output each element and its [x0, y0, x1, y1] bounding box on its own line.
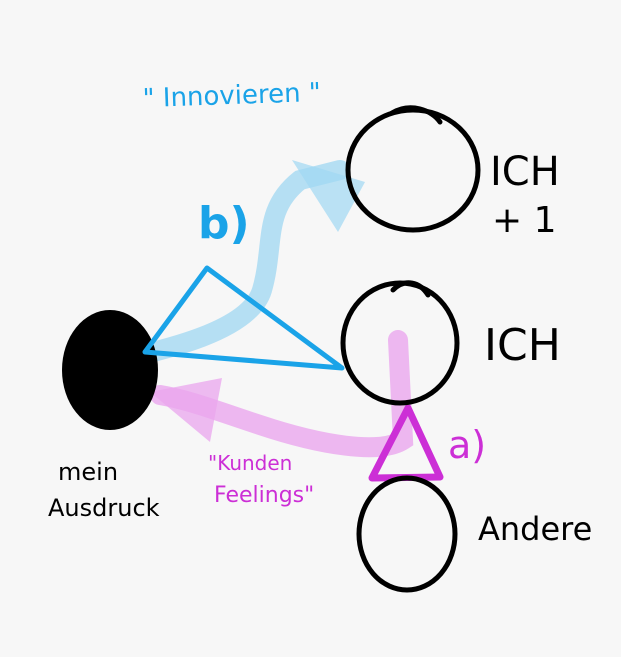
label-mein: mein — [58, 458, 118, 486]
label-kunden: "Kunden — [208, 451, 292, 475]
cyan-triangle — [142, 265, 345, 371]
ich-plus-1-circle-overlap — [389, 105, 443, 125]
label-ich: ICH — [484, 320, 561, 371]
ich-plus-1-circle — [345, 107, 481, 233]
label-feelings: Feelings" — [214, 483, 314, 508]
label-b: b) — [198, 198, 250, 249]
label-innovieren: " Innovieren " — [142, 78, 321, 114]
ich-circle-overlap — [390, 280, 431, 298]
label-a: a) — [448, 423, 486, 467]
customer-arrow-head — [150, 378, 222, 442]
label-ich-plus-1-line1: ICH — [490, 149, 560, 195]
innovate-arrow-path — [85, 160, 350, 375]
label-ich-plus-1-line2: + 1 — [492, 200, 557, 241]
mein-ausdruck-blob — [62, 310, 158, 430]
andere-circle — [356, 475, 458, 593]
label-andere: Andere — [478, 510, 592, 548]
label-ausdruck: Ausdruck — [48, 494, 160, 522]
